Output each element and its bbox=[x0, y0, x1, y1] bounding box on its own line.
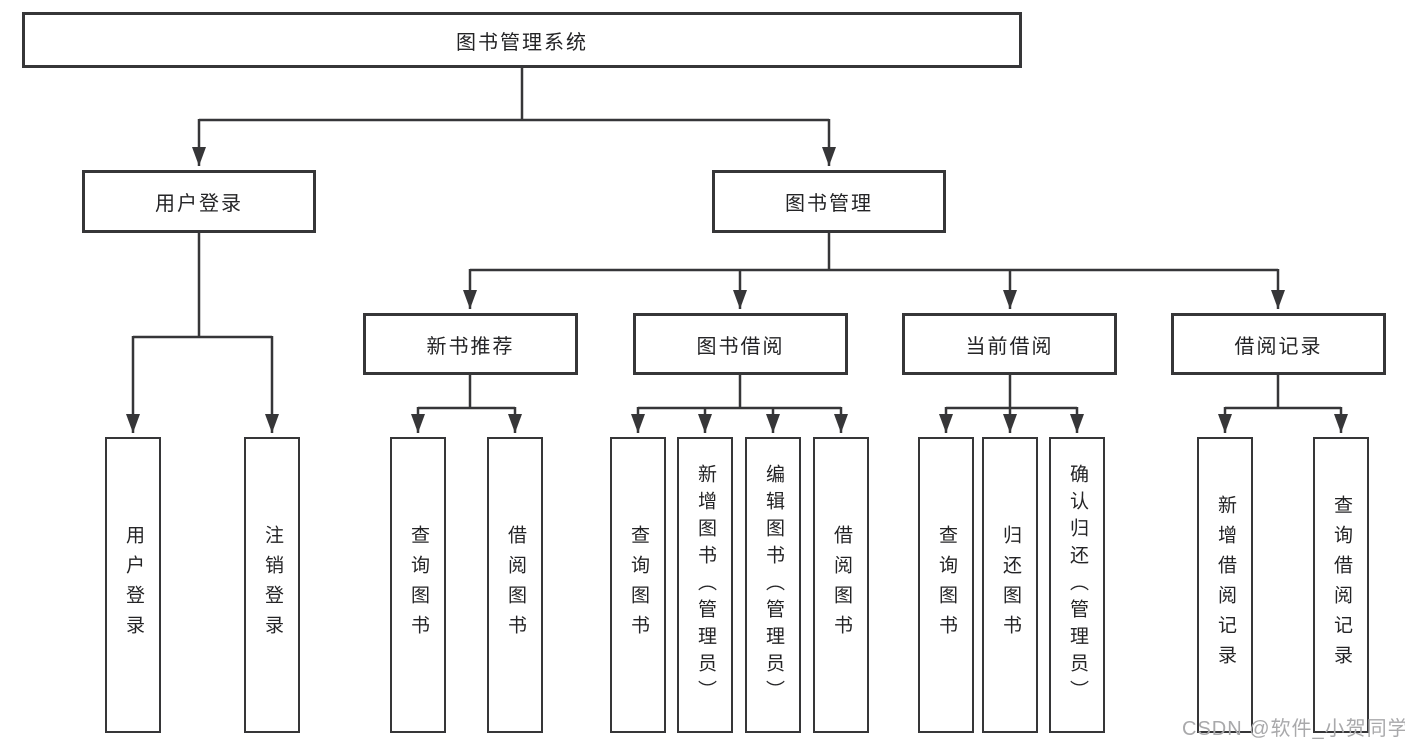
leaf-logout: 注销登录 bbox=[244, 437, 300, 733]
leaf-borrow-books-recommend: 借阅图书 bbox=[487, 437, 543, 733]
node-library-management-system: 图书管理系统 bbox=[22, 12, 1022, 68]
leaf-add-borrow-record: 新增借阅记录 bbox=[1197, 437, 1253, 733]
leaf-search-borrow-record: 查询借阅记录 bbox=[1313, 437, 1369, 733]
node-current-borrowing: 当前借阅 bbox=[902, 313, 1117, 375]
leaf-search-books-recommend: 查询图书 bbox=[390, 437, 446, 733]
node-book-management: 图书管理 bbox=[712, 170, 946, 233]
csdn-watermark: CSDN @软件_小贺同学 bbox=[1182, 718, 1405, 740]
node-borrowing-records: 借阅记录 bbox=[1171, 313, 1386, 375]
leaf-search-books-borrow: 查询图书 bbox=[610, 437, 666, 733]
node-new-book-recommendation: 新书推荐 bbox=[363, 313, 578, 375]
leaf-add-books-admin: 新增图书（管理员） bbox=[677, 437, 733, 733]
leaf-search-books-current: 查询图书 bbox=[918, 437, 974, 733]
node-user-login: 用户登录 bbox=[82, 170, 316, 233]
leaf-borrow-books: 借阅图书 bbox=[813, 437, 869, 733]
leaf-edit-books-admin: 编辑图书（管理员） bbox=[745, 437, 801, 733]
node-book-borrowing: 图书借阅 bbox=[633, 313, 848, 375]
leaf-user-login: 用户登录 bbox=[105, 437, 161, 733]
leaf-return-books: 归还图书 bbox=[982, 437, 1038, 733]
leaf-confirm-return-admin: 确认归还（管理员） bbox=[1049, 437, 1105, 733]
